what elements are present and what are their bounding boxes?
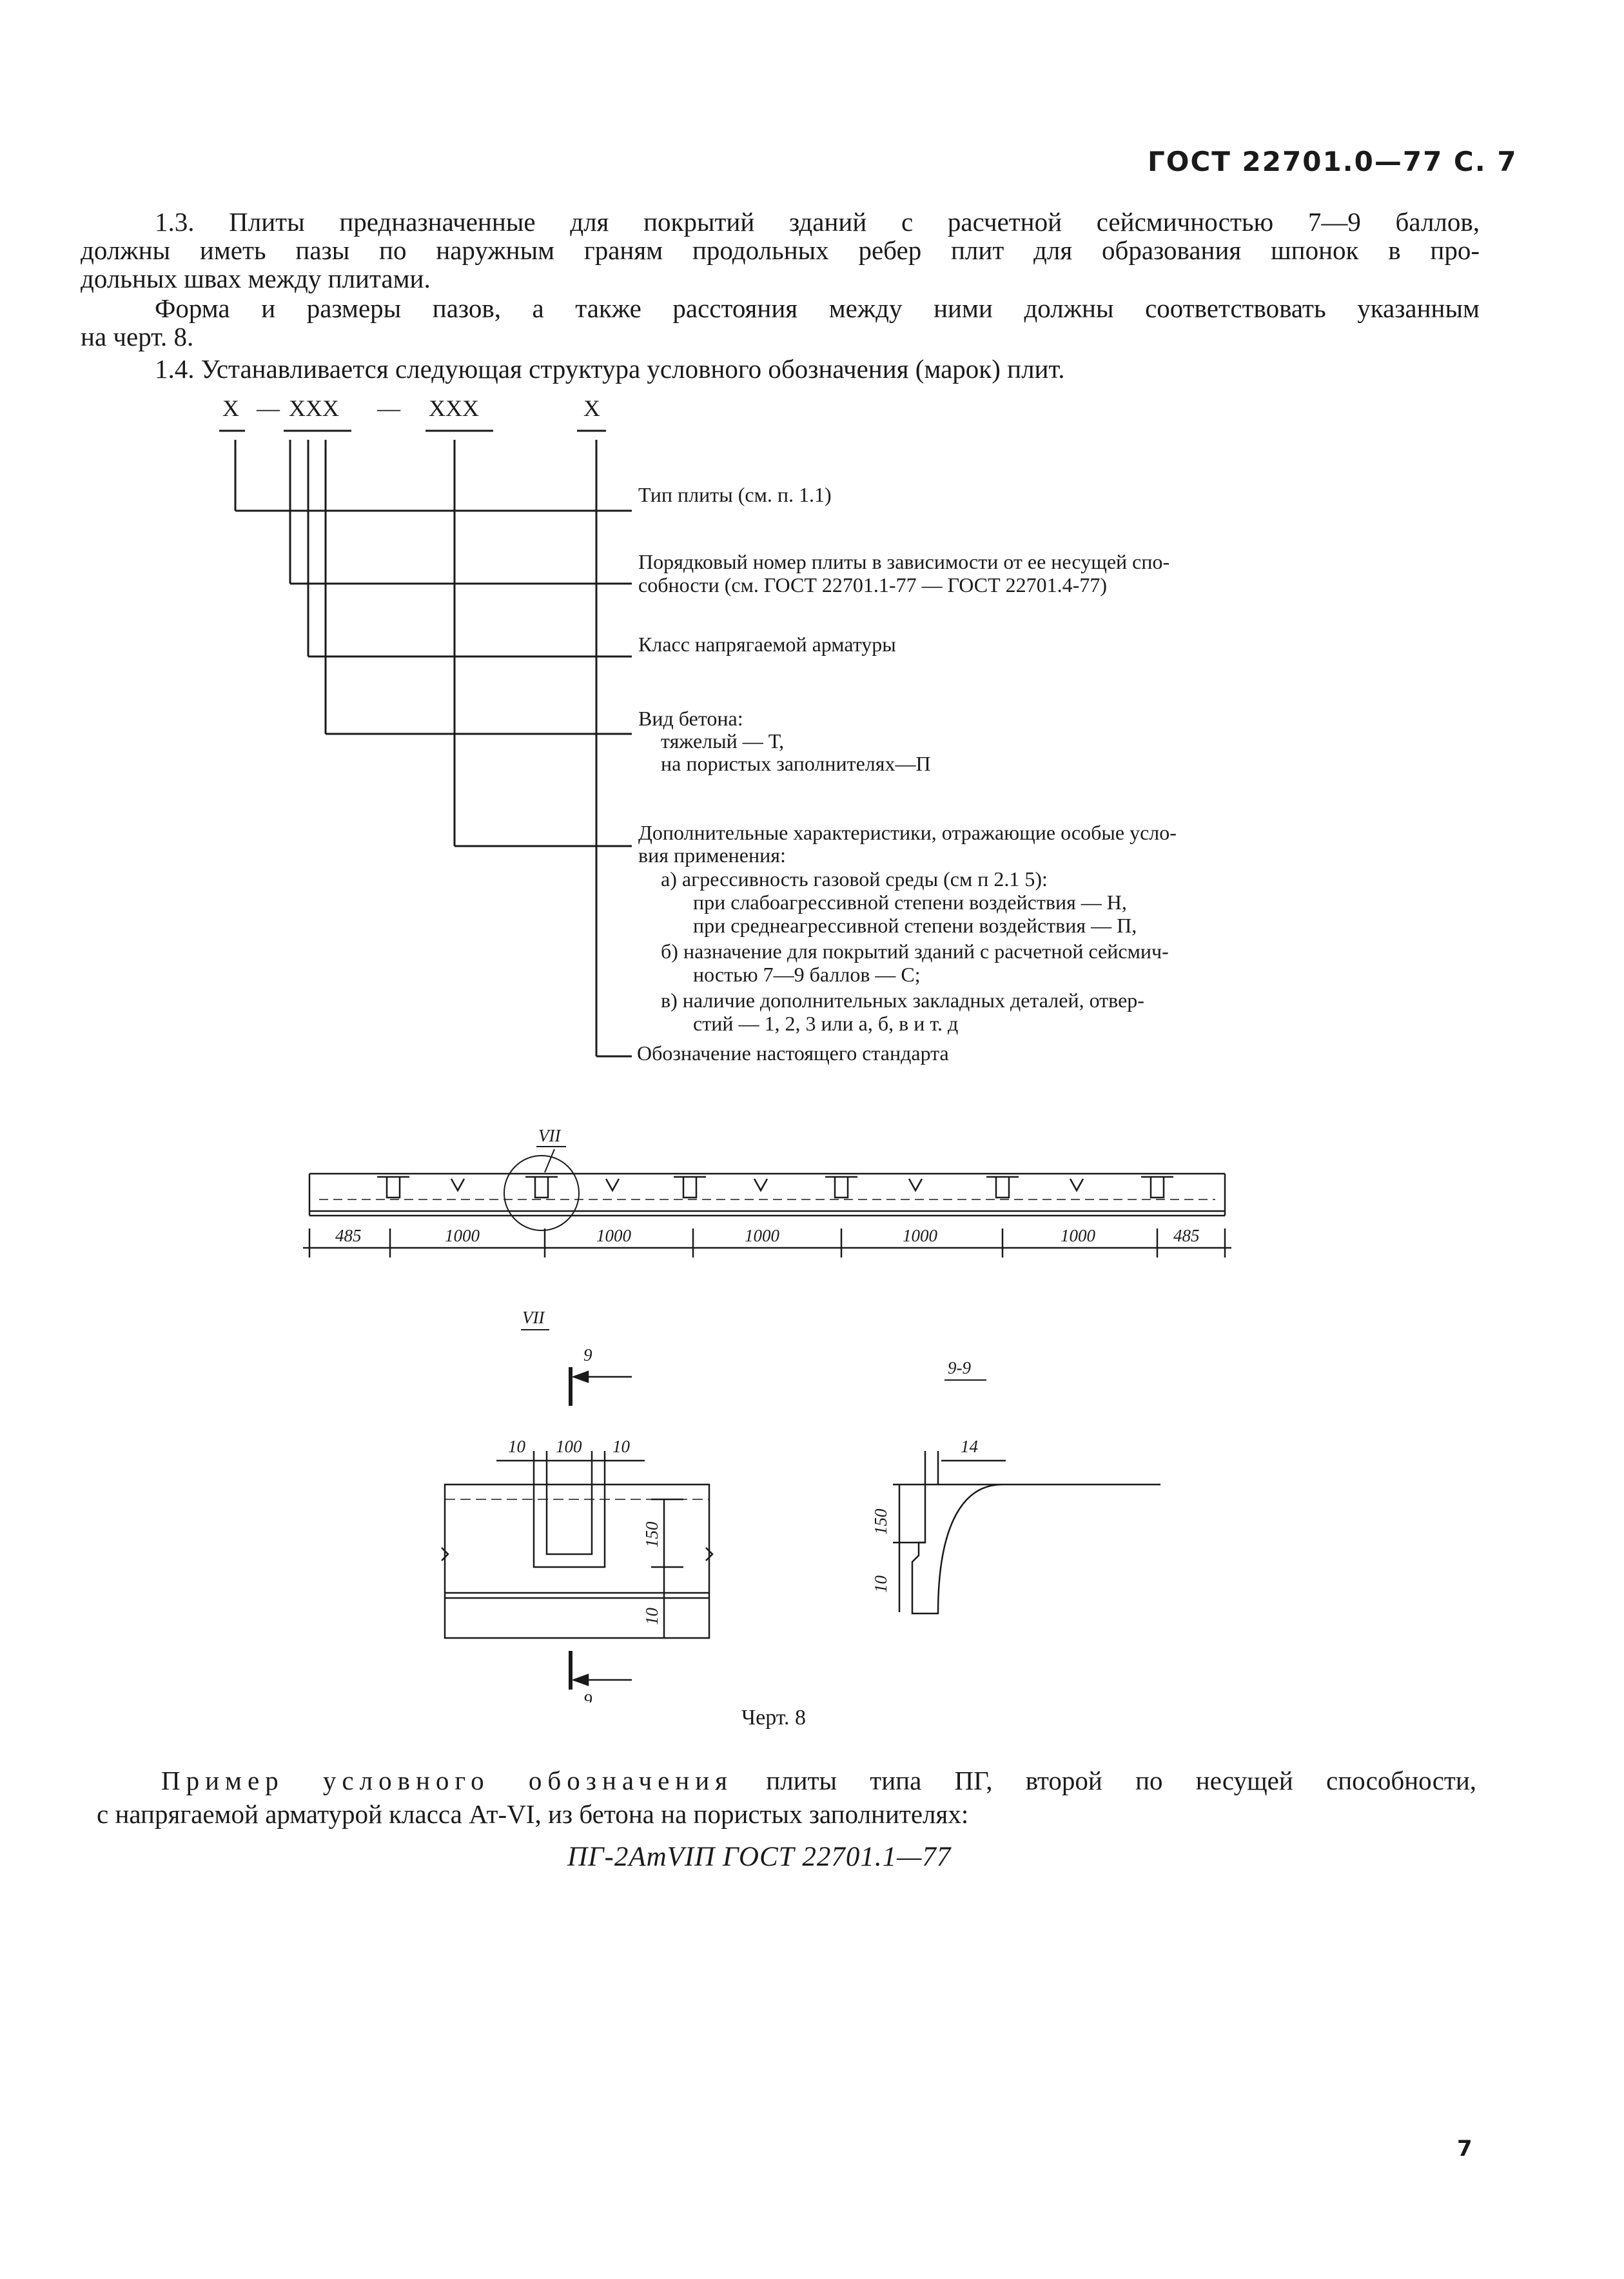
label-concrete-title: Вид бетона: — [638, 707, 743, 730]
designation-scheme: Х — ХХХ — ХХХ Х Тип плиты (см. п. 1.1) П… — [219, 395, 1177, 1065]
label-extra-1: Дополнительные характеристики, отражающи… — [638, 821, 1177, 844]
section-dim-bottom: 10 — [871, 1575, 890, 1593]
form-line2: на черт. 8. — [81, 322, 194, 351]
p13-line1: 1.3. Плиты предназначенные для покрытий … — [155, 207, 1480, 237]
dim-1000-5: 1000 — [1061, 1226, 1096, 1245]
form-line1: Форма и размеры пазов, а также расстояни… — [155, 293, 1480, 323]
label-extra-a2: при среднеагрессивной степени воздействи… — [693, 914, 1137, 937]
label-extra-b2: ностью 7—9 баллов — С; — [693, 963, 921, 986]
example-block: Пример условного обозначения плиты типа … — [97, 1764, 1476, 1831]
dim-485-left: 485 — [335, 1226, 362, 1245]
p14-text: 1.4. Устанавливается следующая структура… — [155, 354, 1065, 384]
paragraph-1-4: 1.4. Устанавливается следующая структура… — [81, 355, 1480, 383]
p13-line3: дольных швах между плитами. — [81, 264, 431, 293]
label-number-1: Порядковый номер плиты в зависимости от … — [638, 550, 1169, 573]
paragraph-form: Форма и размеры пазов, а также расстояни… — [81, 294, 1480, 351]
detail-dim-left: 10 — [508, 1437, 526, 1456]
detail-title: VII — [522, 1308, 545, 1327]
detail-dim-bottom: 10 — [642, 1608, 661, 1626]
label-extra-a: а) агрессивность газовой среды (см п 2.1… — [661, 867, 1048, 891]
section-9-9: 9-9 14 150 10 — [871, 1358, 1160, 1615]
label-class: Класс напрягаемой арматуры — [638, 633, 896, 656]
section-dim-top: 14 — [961, 1437, 978, 1456]
label-extra-v1: в) наличие дополнительных закладных дета… — [661, 989, 1144, 1012]
page-number: 7 — [1457, 2136, 1472, 2162]
paragraph-1-3: 1.3. Плиты предназначенные для покрытий … — [81, 208, 1480, 293]
label-extra-2: вия применения: — [638, 844, 786, 867]
page-header: ГОСТ 22701.0—77 С. 7 — [1148, 146, 1518, 177]
detail-dim-height: 150 — [642, 1521, 661, 1548]
dim-1000-3: 1000 — [745, 1226, 780, 1245]
example-rest: плиты типа ПГ, второй по несущей способн… — [766, 1766, 1477, 1795]
section-title: 9-9 — [948, 1358, 971, 1377]
code-3: ХХХ — [429, 395, 479, 421]
section-mark-top: 9 — [583, 1345, 592, 1365]
code-4: Х — [583, 395, 600, 421]
drawing-caption: Черт. 8 — [741, 1706, 807, 1730]
label-concrete-porous: на пористых заполнителях—П — [661, 752, 931, 775]
detail-mark: VII — [538, 1126, 562, 1145]
code-dash-1: — — [256, 395, 280, 421]
code-1: Х — [222, 395, 239, 421]
detail-dim-right: 10 — [612, 1437, 631, 1456]
section-mark-bottom: 9 — [583, 1690, 592, 1702]
dim-1000-4: 1000 — [903, 1226, 938, 1245]
example-formula: ПГ-2АтVIП ГОСТ 22701.1—77 — [567, 1842, 952, 1872]
dim-1000-2: 1000 — [596, 1226, 632, 1245]
label-extra-v2: стий — 1, 2, 3 или а, б, в и т. д — [693, 1012, 958, 1035]
p13-line2: должны иметь пазы по наружным граням про… — [81, 235, 1480, 265]
dim-485-right: 485 — [1173, 1226, 1200, 1245]
code-2: ХХХ — [289, 395, 339, 421]
example-lead: Пример условного обозначения — [161, 1766, 734, 1795]
label-type: Тип плиты (см. п. 1.1) — [638, 483, 832, 506]
label-extra-a1: при слабоагрессивной степени воздействия… — [693, 891, 1127, 914]
label-extra-b1: б) назначение для покрытий зданий с расч… — [661, 940, 1169, 963]
plate-elevation: VII 485 1000 1000 1000 1000 1000 485 — [303, 1126, 1231, 1258]
section-dim-height: 150 — [871, 1508, 890, 1535]
detail-dim-mid: 100 — [556, 1437, 582, 1456]
code-dash-2: — — [377, 395, 401, 421]
label-standard: Обозначение настоящего стандарта — [637, 1041, 949, 1065]
detail-vii: VII 10 100 10 150 10 9 9 — [441, 1308, 714, 1702]
label-concrete-heavy: тяжелый — Т, — [661, 729, 784, 753]
example-line2: с напрягаемой арматурой класса Ат-VI, из… — [97, 1799, 969, 1829]
dim-1000-1: 1000 — [445, 1226, 480, 1245]
label-number-2: собности (см. ГОСТ 22701.1-77 — ГОСТ 227… — [638, 573, 1107, 597]
